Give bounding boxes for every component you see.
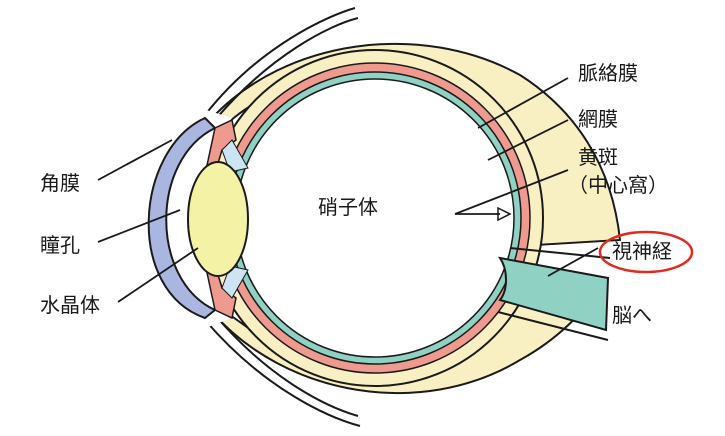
leader-cornea xyxy=(97,139,173,181)
label-retina: 網膜 xyxy=(578,107,618,131)
leader-pupil xyxy=(97,209,181,243)
label-lens: 水晶体 xyxy=(40,293,100,317)
leader-macula-a xyxy=(454,169,569,215)
cornea xyxy=(147,116,217,320)
label-vitreous: 硝子体 xyxy=(318,195,378,219)
label-to-brain: 脳へ xyxy=(612,303,652,327)
highlight-circle xyxy=(598,230,694,274)
leader-lens xyxy=(117,247,199,303)
label-pupil: 瞳孔 xyxy=(40,233,80,257)
label-optic-nerve: 視神経 xyxy=(612,239,672,263)
lens xyxy=(187,161,249,277)
label-macula-line1: 黄斑 xyxy=(578,145,618,169)
leader-choroid xyxy=(477,77,569,129)
eyelid-top-lines xyxy=(204,7,359,121)
leader-optic xyxy=(547,247,599,277)
leader-lines xyxy=(97,77,599,303)
label-macula-line2: （中心窩） xyxy=(568,173,668,197)
optic-nerve-sheath xyxy=(497,247,611,341)
leader-retina xyxy=(487,119,569,161)
label-cornea: 角膜 xyxy=(40,171,80,195)
optic-nerve xyxy=(497,256,610,332)
eyelid-bottom-lines xyxy=(204,314,361,427)
label-choroid: 脈絡膜 xyxy=(578,61,638,85)
